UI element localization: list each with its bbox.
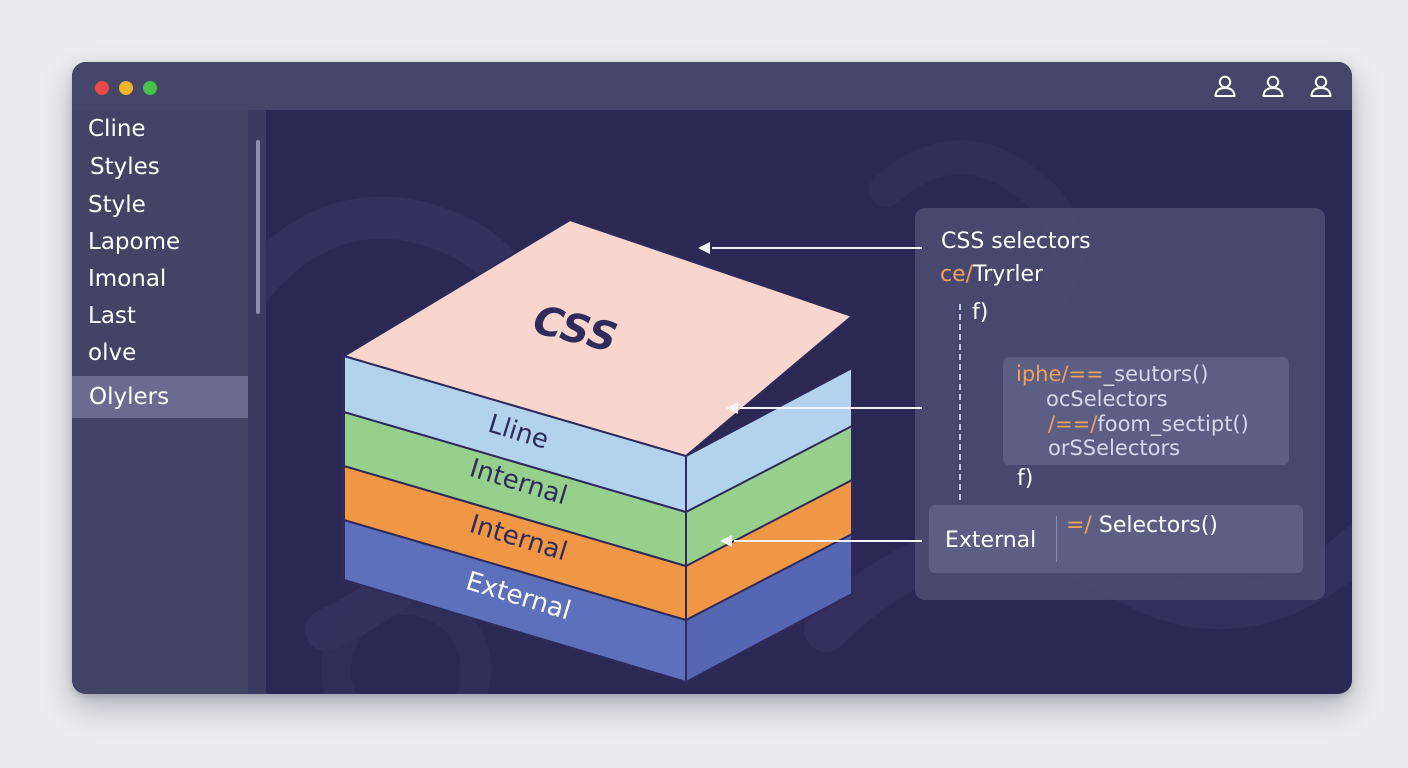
user-icon[interactable] [1212, 73, 1238, 99]
code-line-rest: _seutors() [1103, 362, 1209, 386]
layer-lline-side [685, 366, 853, 514]
minimize-window-button[interactable] [119, 81, 133, 95]
external-row[interactable] [929, 505, 1303, 573]
sidebar-item[interactable]: Last [88, 303, 136, 329]
code-line-prefix: iphe/== [1016, 362, 1104, 386]
code-line-rest: foom_sectipt() [1097, 412, 1249, 436]
close-window-button[interactable] [95, 81, 109, 95]
code-line-rest: ocSelectors [1046, 387, 1168, 411]
diagram-canvas: CSS Lline Internal Internal External [266, 110, 1352, 694]
maximize-window-button[interactable] [143, 81, 157, 95]
sidebar-item[interactable]: Style [88, 192, 146, 218]
sidebar-item[interactable]: Cline [88, 116, 146, 142]
arrow-external-line [734, 540, 922, 542]
external-code: =/ Selectors() [1066, 513, 1218, 538]
brace-bottom: f) [1017, 466, 1034, 491]
arrow-left-icon [698, 242, 710, 254]
arrow-css-line [712, 247, 922, 249]
external-separator [1056, 516, 1057, 562]
brace-top: f) [972, 300, 989, 325]
panel-subtitle: ce/Tryrler [940, 262, 1043, 287]
sidebar-item[interactable]: Styles [90, 154, 160, 180]
code-block [1003, 357, 1289, 465]
sidebar-item[interactable]: olve [88, 340, 137, 366]
code-line: iphe/==_seutors() [1016, 362, 1208, 386]
title-bar [72, 62, 1352, 110]
code-line-rest: orSSelectors [1048, 436, 1181, 460]
arrow-internal-line [740, 407, 922, 409]
app-window: Cline Styles Style Lapome Imonal Last ol… [72, 62, 1352, 694]
arrow-left-icon [720, 535, 732, 547]
layer-css-top [341, 218, 854, 458]
panel-subtitle-prefix: ce/ [940, 262, 974, 287]
external-code-prefix: =/ [1066, 513, 1092, 538]
code-line-prefix: /==/ [1048, 412, 1098, 436]
sidebar-scrollbar[interactable] [256, 140, 260, 314]
user-icon[interactable] [1308, 73, 1334, 99]
external-code-rest: Selectors() [1098, 513, 1218, 538]
panel-subtitle-rest: Tryrler [973, 262, 1044, 287]
external-label: External [945, 528, 1037, 553]
sidebar-item-selected[interactable]: Olylers [72, 376, 248, 418]
panel-title: CSS selectors [941, 229, 1091, 254]
sidebar-item[interactable]: Lapome [88, 229, 181, 255]
sidebar: Cline Styles Style Lapome Imonal Last ol… [72, 110, 248, 694]
dashed-connector [959, 304, 961, 500]
user-icon[interactable] [1260, 73, 1286, 99]
code-line: ocSelectors [1046, 387, 1168, 411]
arrow-left-icon [726, 402, 738, 414]
css-layer-stack: CSS Lline Internal Internal External [341, 218, 856, 684]
code-line: orSSelectors [1048, 436, 1180, 460]
code-line: /==/foom_sectipt() [1048, 412, 1249, 436]
sidebar-divider [248, 110, 266, 694]
sidebar-item[interactable]: Imonal [88, 266, 167, 292]
